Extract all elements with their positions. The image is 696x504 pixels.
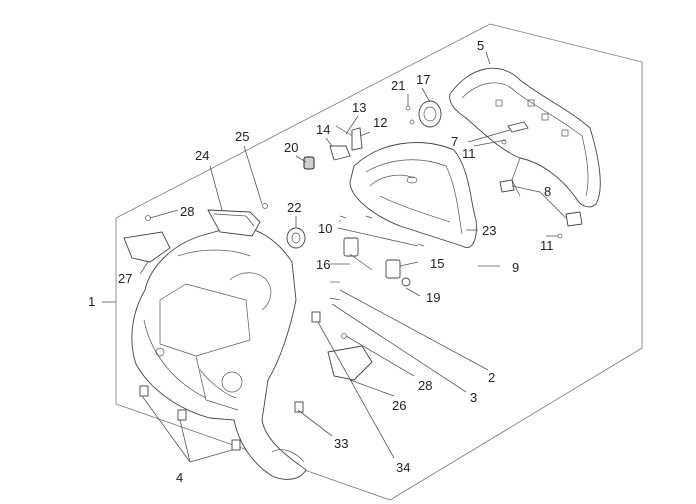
callout-1: 1	[88, 294, 95, 309]
callout-19: 19	[426, 290, 440, 305]
callout-28-lower: 28	[418, 378, 432, 393]
fastener-part	[507, 121, 529, 133]
storage-box-part	[327, 333, 373, 381]
callout-12: 12	[373, 115, 387, 130]
callout-5: 5	[477, 38, 484, 53]
callout-24: 24	[195, 148, 209, 163]
callout-7: 7	[451, 134, 458, 149]
assembly-frame	[115, 23, 643, 501]
callout-23: 23	[482, 223, 496, 238]
callout-15: 15	[430, 256, 444, 271]
clip-part	[231, 439, 241, 451]
callout-34: 34	[396, 460, 410, 475]
callout-16: 16	[316, 257, 330, 272]
latch-part	[385, 259, 401, 279]
callout-33: 33	[334, 436, 348, 451]
callout-labels: 1 2 3 4 5 7 8 9 10 11 11 12 13 14 15 16 …	[88, 38, 554, 485]
callout-2: 2	[488, 370, 495, 385]
callout-8: 8	[544, 184, 551, 199]
rear-cover-part	[349, 142, 477, 248]
callout-25: 25	[235, 129, 249, 144]
emblem-part	[418, 100, 442, 128]
bushing-part	[286, 227, 306, 249]
latch-part	[343, 237, 359, 257]
screw-part	[409, 119, 415, 125]
hinge-bracket-part	[351, 127, 363, 151]
callout-28-upper: 28	[180, 204, 194, 219]
nut-part	[303, 156, 315, 170]
clip-part	[311, 311, 321, 323]
callout-3: 3	[470, 390, 477, 405]
callout-17: 17	[416, 72, 430, 87]
callout-21: 21	[391, 78, 405, 93]
screw-part	[557, 233, 563, 239]
bracket-part	[499, 179, 515, 193]
callout-22: 22	[287, 200, 301, 215]
callout-13: 13	[352, 100, 366, 115]
storage-box-part	[123, 215, 171, 263]
callout-20: 20	[284, 140, 298, 155]
lid-part	[207, 203, 268, 237]
bracket-part	[329, 145, 351, 161]
callout-14: 14	[316, 122, 330, 137]
clip-part	[177, 409, 187, 421]
callout-27: 27	[118, 271, 132, 286]
screw-part	[405, 105, 411, 111]
bracket-part	[565, 211, 583, 227]
callout-10: 10	[318, 221, 332, 236]
clip-part	[139, 385, 149, 397]
spring-part	[401, 277, 411, 287]
callout-4: 4	[176, 470, 183, 485]
callout-26: 26	[392, 398, 406, 413]
callout-9: 9	[512, 260, 519, 275]
inner-shield-part	[131, 225, 307, 480]
upper-panel-part	[449, 67, 601, 208]
leader-lines	[102, 51, 567, 463]
callout-11-lower: 11	[540, 238, 554, 253]
clip-part	[294, 401, 304, 413]
callout-11-upper: 11	[462, 146, 476, 161]
